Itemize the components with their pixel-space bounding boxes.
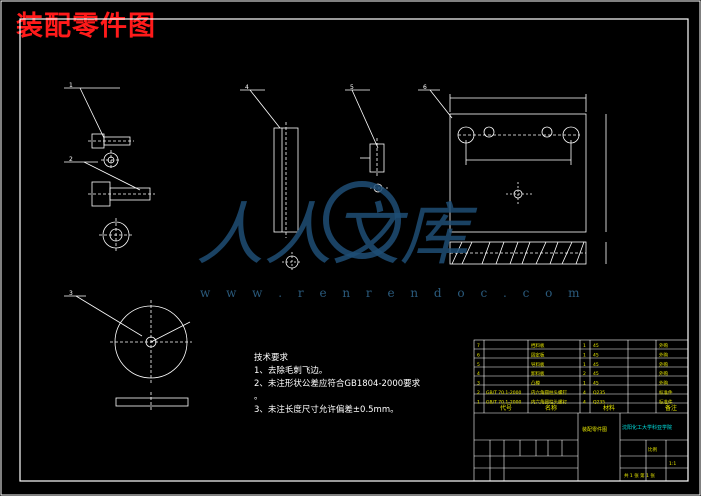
tech-heading: 技术要求 [254, 353, 289, 363]
bom-cell: 3 [477, 381, 480, 387]
part-4-plate [240, 89, 302, 272]
bom-cell: 5 [477, 362, 480, 368]
sheet-count: 共 1 张 第 1 张 [624, 472, 655, 479]
bom-cell: 外购 [659, 361, 668, 368]
technical-requirements: 技术要求 1、去除毛刺飞边。 2、未注形状公差应符合GB1804-2000要求 … [254, 352, 420, 417]
part-7-disc [64, 295, 192, 412]
bom-cell: 4 [477, 371, 480, 377]
bom-cell: 45 [593, 381, 599, 387]
bom-cell: 标准件 [659, 389, 673, 396]
bom-cell: 外购 [659, 370, 668, 377]
bom-cell: 6 [477, 352, 480, 358]
bom-text: 7 挡料板 1 45 外购 6 固定板 1 45 外购 5 导料板 1 45 外购 4 卸料板 2 45 外购 3 凸模 1… [477, 342, 673, 405]
tech-item-3: 。 [254, 392, 263, 402]
header-material: 材料 [603, 404, 615, 412]
bom-cell: 2 [477, 390, 480, 396]
balloon-3: 3 [69, 290, 73, 297]
header-note: 备注 [665, 404, 677, 412]
bom-cell: Q235 [593, 390, 605, 396]
scale-value: 1:1 [669, 461, 676, 467]
watermark-logo: 人人文库 [196, 181, 478, 275]
bom-cell: 卸料板 [531, 370, 545, 377]
bom-cell: 1 [477, 399, 480, 405]
bom-cell: 外购 [659, 351, 668, 358]
part-5-punch [345, 89, 390, 193]
watermark-url: w w w . r e n r e n d o c . c o m [200, 286, 586, 300]
watermark-text: 人人文库 [196, 196, 478, 275]
inner-frame [19, 18, 689, 482]
bom-cell: 1 [583, 343, 586, 349]
balloon-5: 5 [350, 84, 354, 91]
balloon-4: 4 [245, 84, 249, 91]
balloon-labels: 1 2 3 4 5 6 [69, 82, 427, 297]
bom-cell: 外购 [659, 342, 668, 349]
drawing-title: 装配零件图 [16, 11, 156, 42]
bom-cell: 45 [593, 343, 599, 349]
bom-cell: 内六角圆柱头螺钉 [531, 398, 567, 405]
tech-item-1: 1、去除毛刺飞边。 [254, 366, 328, 376]
bom-cell: 固定板 [531, 351, 545, 358]
bom-cell: 45 [593, 352, 599, 358]
title-block-labels: 代号 名称 材料 备注 装配零件图 沈阳化工大学科亚学院 比例 1:1 共 1 … [500, 404, 677, 479]
tech-item-2: 2、未注形状公差应符合GB1804-2000要求 [254, 379, 421, 389]
bom-cell: 外购 [659, 380, 668, 387]
part-2-screw [64, 161, 155, 252]
drawing-name-cell: 装配零件图 [582, 426, 607, 433]
bom-cell: 凸模 [531, 380, 540, 387]
bom-cell: 导料板 [531, 361, 545, 368]
school-cell: 沈阳化工大学科亚学院 [622, 424, 672, 431]
header-name: 名称 [545, 404, 557, 412]
title-block [473, 339, 689, 482]
scale-label: 比例 [648, 446, 657, 453]
bom-cell: 4 [583, 390, 586, 396]
bom-cell: 4 [583, 399, 586, 405]
balloon-6: 6 [423, 84, 427, 91]
balloon-2: 2 [69, 156, 73, 163]
bom-cell: 45 [593, 362, 599, 368]
balloon-1: 1 [69, 82, 73, 89]
header-code: 代号 [500, 404, 512, 412]
bom-cell: 1 [583, 381, 586, 387]
bom-cell: GB/T 70.1-2000 [486, 399, 522, 405]
bom-cell: 2 [583, 371, 586, 377]
bom-cell: 内六角圆柱头螺钉 [531, 389, 567, 396]
bom-cell: GB/T 70.1-2000 [486, 390, 522, 396]
bom-cell: 1 [583, 352, 586, 358]
part-6-plate [418, 89, 607, 265]
tech-item-4: 3、未注长度尺寸允许偏差±0.5mm。 [254, 405, 399, 415]
bom-cell: 标准件 [659, 398, 673, 405]
bom-cell: 7 [477, 343, 480, 349]
part-1-screw [64, 87, 134, 170]
bom-cell: 挡料板 [531, 342, 545, 349]
bom-cell: Q235 [593, 399, 605, 405]
bom-cell: 45 [593, 371, 599, 377]
bom-cell: 1 [583, 362, 586, 368]
